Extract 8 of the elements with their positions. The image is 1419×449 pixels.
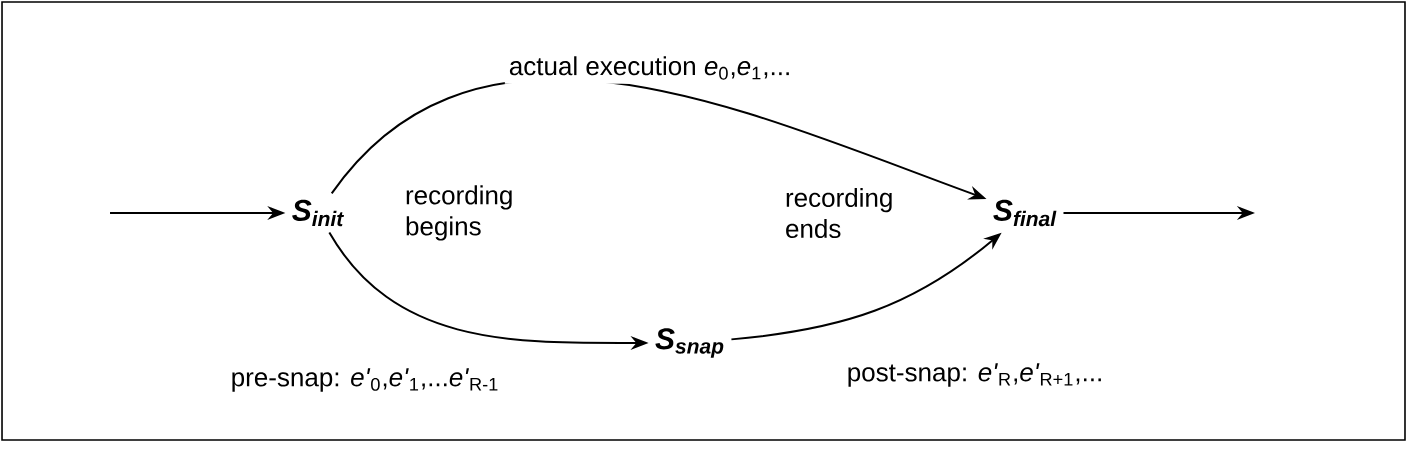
edge-label: pre-snap: e'$_{0}$,e'$_{1}$,...e'$_{R-1}$: [232, 368, 498, 392]
state-label: S$_{snap}$: [655, 328, 724, 358]
state-label: S$_{init}$: [292, 199, 344, 227]
note-text: recording ends: [786, 187, 892, 239]
state-label: S$_{final}$: [993, 199, 1057, 227]
edge-label: actual execution e$_{0}$,e$_{1}$,...: [509, 56, 789, 80]
note-text: recording begins: [406, 185, 512, 241]
edge-label: post-snap: e'$_{R}$,e'$_{R+1}$,...: [848, 363, 1101, 387]
